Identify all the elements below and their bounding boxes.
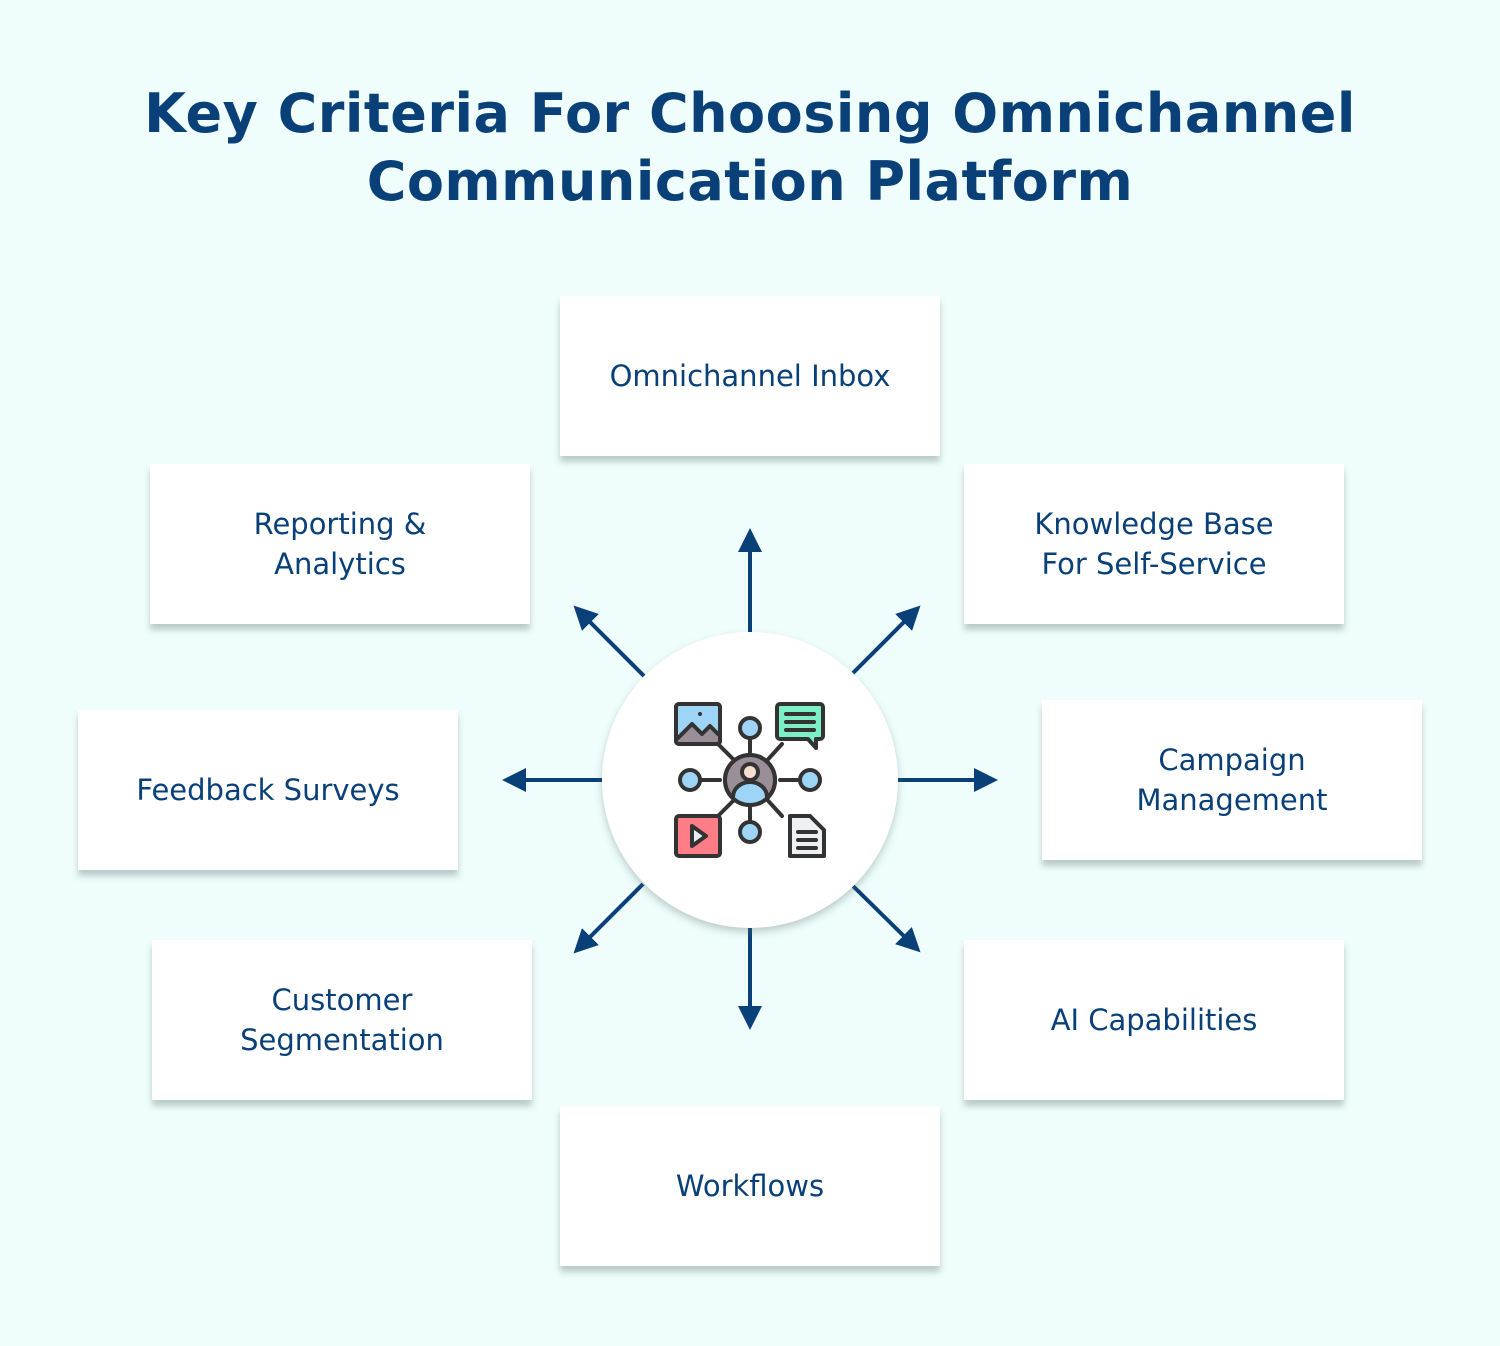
criterion-label: Knowledge Base For Self-Service: [1034, 507, 1274, 581]
arrow-up-right: [851, 605, 921, 675]
title-line-2: Communication Platform: [366, 150, 1134, 213]
arrow-down-left: [573, 882, 645, 954]
criterion-customer-segmentation: Customer Segmentation: [152, 940, 532, 1100]
hub-circle: [602, 632, 898, 928]
criterion-label: Feedback Surveys: [136, 773, 400, 807]
page-title: Key Criteria For Choosing Omnichannel Co…: [0, 80, 1500, 216]
criterion-label: AI Capabilities: [1050, 1003, 1258, 1037]
criterion-feedback-surveys: Feedback Surveys: [78, 710, 458, 870]
criterion-label: Reporting & Analytics: [253, 507, 427, 581]
criterion-workflows: Workflows: [560, 1106, 940, 1266]
arrow-up-left: [573, 605, 646, 678]
criterion-knowledge-base: Knowledge Base For Self-Service: [964, 464, 1344, 624]
criterion-label: Customer Segmentation: [240, 983, 444, 1057]
criterion-label: Campaign Management: [1136, 743, 1328, 817]
title-line-1: Key Criteria For Choosing Omnichannel: [144, 82, 1356, 145]
criterion-omnichannel-inbox: Omnichannel Inbox: [560, 296, 940, 456]
criterion-label: Workflows: [675, 1169, 825, 1203]
arrow-down-right: [851, 884, 921, 953]
omnichannel-network-icon: [674, 702, 826, 858]
criterion-campaign-management: Campaign Management: [1042, 700, 1422, 860]
criterion-label: Omnichannel Inbox: [609, 359, 891, 393]
criterion-reporting-analytics: Reporting & Analytics: [150, 464, 530, 624]
criterion-ai-capabilities: AI Capabilities: [964, 940, 1344, 1100]
